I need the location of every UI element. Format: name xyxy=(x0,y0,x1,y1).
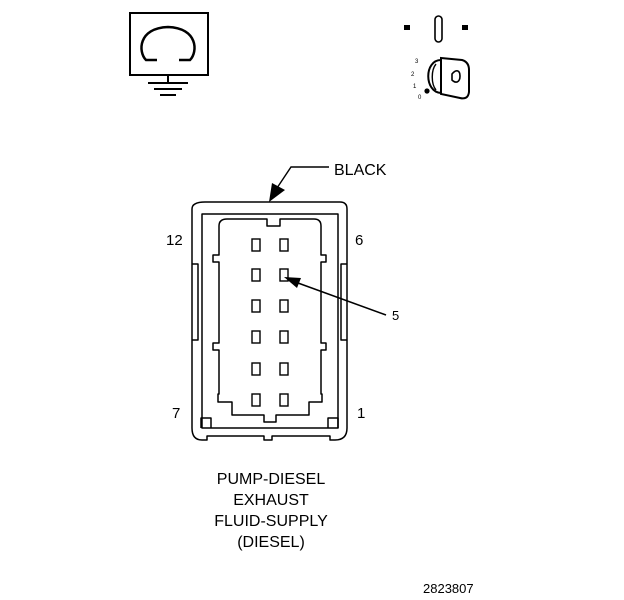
color-label-leader xyxy=(269,166,329,202)
terminal-cavity xyxy=(279,330,289,344)
connector-color-label: BLACK xyxy=(334,162,387,179)
connector-housing xyxy=(191,201,348,441)
terminal-cavity xyxy=(251,330,261,344)
ground-symbol-icon xyxy=(129,12,209,96)
connector-title: PUMP-DIESEL EXHAUST FLUID-SUPPLY (DIESEL… xyxy=(214,471,328,551)
terminal-cavity xyxy=(279,393,289,407)
switch-position-0: 0 xyxy=(418,95,422,101)
title-line-1: PUMP-DIESEL xyxy=(217,471,326,488)
pin-label-6: 6 xyxy=(355,232,363,249)
title-line-2: EXHAUST xyxy=(233,492,309,509)
terminal-cavity xyxy=(251,362,261,376)
title-line-3: FLUID-SUPPLY xyxy=(214,513,328,530)
terminal-cavity xyxy=(251,393,261,407)
terminal-cavity xyxy=(279,238,289,252)
switch-position-3: 3 xyxy=(415,59,419,65)
terminal-cavity xyxy=(251,299,261,313)
terminal-cavity xyxy=(279,362,289,376)
switch-position-1: 1 xyxy=(413,84,417,90)
switch-position-2: 2 xyxy=(411,72,415,78)
title-line-4: (DIESEL) xyxy=(237,534,305,551)
terminal-cavity xyxy=(251,268,261,282)
terminal-cavity xyxy=(279,299,289,313)
pin-label-1: 1 xyxy=(357,405,365,422)
terminal-cavity xyxy=(251,238,261,252)
terminal-cavities xyxy=(251,238,289,407)
pin-5-callout-leader xyxy=(284,277,387,316)
pin-label-12: 12 xyxy=(166,232,183,249)
pin-label-7: 7 xyxy=(172,405,180,422)
ignition-key-switch-icon: 3 2 1 0 xyxy=(404,15,470,101)
terminal-cavity xyxy=(279,268,289,282)
callout-pin-5-label: 5 xyxy=(392,308,399,323)
figure-number: 2823807 xyxy=(423,581,474,596)
